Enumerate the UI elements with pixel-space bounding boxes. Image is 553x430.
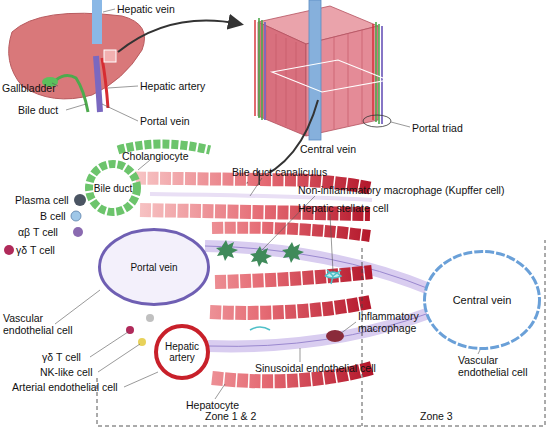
part-label: Plasma cell [15, 194, 69, 206]
part-label: Cholangiocyte [122, 150, 189, 162]
hepatocyte-plate [210, 302, 370, 313]
part-label: Portal vein [140, 115, 190, 127]
triad-vessels [255, 20, 373, 120]
part-label: Bile duct canaliculus [232, 166, 327, 178]
zone-brackets [97, 240, 545, 426]
lobule-block [255, 0, 391, 140]
tissue-square [104, 50, 116, 62]
part-label: γδ T cell [16, 244, 55, 256]
part-label: Inflammatory macrophage [358, 310, 438, 334]
vessel-wall [156, 326, 208, 378]
sinusoid [205, 246, 432, 290]
leader-line [124, 372, 158, 387]
vessel-label: Central vein [453, 295, 512, 306]
part-label: B cell [40, 210, 66, 222]
vessel-label: Bile duct [94, 183, 132, 194]
part-label: NK-like cell [40, 366, 93, 378]
leader-line [330, 214, 333, 272]
stellate-cell [325, 270, 341, 284]
part-label: Arterial endothelial cell [12, 381, 118, 393]
vessel-wall [89, 164, 137, 212]
liver-cells [216, 240, 344, 342]
part-label: Vascular endothelial cell [3, 312, 73, 336]
bile-duct-ring: Bile duct [85, 160, 141, 216]
kupffer-cell [282, 242, 304, 263]
vessel-wall [425, 252, 540, 349]
leader-line [340, 322, 356, 334]
ab-t-cell [73, 227, 83, 237]
vessel-label: Hepatic artery [160, 341, 204, 363]
leader-line [66, 104, 86, 110]
section-plane [272, 60, 388, 92]
part-label: Zone 3 [420, 410, 453, 422]
hepatic-artery-vessel: Hepatic artery [154, 324, 210, 380]
inflammatory-macrophage [326, 330, 344, 342]
central-vein-vessel: Central vein [423, 250, 541, 350]
leader-line [103, 9, 115, 12]
b-cell [71, 211, 81, 221]
node-content: Portal vein [98, 228, 210, 306]
node-content: Bile duct [85, 160, 141, 216]
part-label: Portal triad [412, 122, 463, 134]
leader-line [55, 290, 100, 324]
part-label: Sinusoidal endothelial cell [255, 362, 376, 374]
leader-lines [52, 9, 482, 399]
part-label: Hepatic vein [117, 3, 175, 15]
part-label: αβ T cell [18, 226, 58, 238]
zone-bracket [97, 240, 545, 426]
part-label: Hepatocyte [186, 399, 239, 411]
part-label: Vascular endothelial cell [458, 354, 543, 378]
leader-line [90, 332, 128, 357]
cholangiocyte-row [118, 144, 210, 150]
hepatocyte-plate [215, 272, 372, 282]
bile-duct [56, 75, 88, 112]
part-label: γδ T cell [42, 351, 81, 363]
leader-line [215, 384, 225, 399]
hepatocyte-plate [212, 228, 370, 236]
part-label: Hepatic stellate cell [298, 202, 388, 214]
triad-ring [363, 115, 391, 127]
vessel-wall [100, 230, 209, 305]
vessel-label: Portal vein [130, 262, 177, 273]
node-content: Hepatic artery [154, 324, 210, 380]
leader-line [391, 122, 410, 127]
plasma-cell [74, 194, 86, 206]
leader-line [102, 104, 138, 121]
liver-illustration [9, 0, 145, 112]
part-label: Central vein [300, 143, 356, 155]
node-content: Central vein [423, 250, 541, 350]
leader-line [250, 178, 262, 196]
leader-line [300, 348, 301, 362]
gd-t-cell [4, 245, 14, 255]
hepatic-artery [102, 58, 108, 108]
hepatic-vein [92, 0, 102, 44]
leader-line [108, 86, 138, 88]
part-label: Bile duct [18, 104, 58, 116]
zone-bracket [362, 248, 363, 426]
stellate-cell [250, 327, 270, 330]
part-label: Zone 1 & 2 [205, 410, 256, 422]
zoom-arrow [118, 21, 240, 53]
kupffer-cell [216, 240, 238, 261]
part-label: Gallbladder [2, 82, 56, 94]
sinusoid [205, 246, 432, 290]
part-label: Hepatic artery [140, 80, 205, 92]
part-label: Non-inflammatory macrophage (Kupffer cel… [298, 184, 504, 196]
portal-cell [146, 314, 154, 322]
triad-vessels [265, 22, 382, 124]
portal-vein [96, 56, 100, 112]
leader-line [98, 344, 140, 372]
kupffer-cell [250, 246, 272, 267]
portal-vein-vessel: Portal vein [98, 228, 210, 306]
